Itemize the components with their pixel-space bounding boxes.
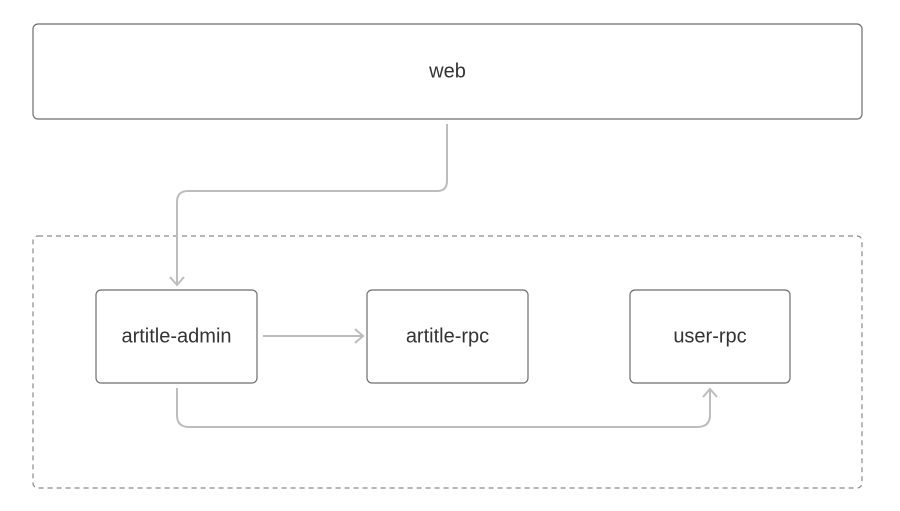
node-user-rpc[interactable]: user-rpc	[629, 289, 791, 384]
node-artitle-admin-label: artitle-admin	[121, 325, 231, 347]
node-web-label: web	[428, 60, 466, 82]
node-artitle-rpc-label: artitle-rpc	[406, 325, 489, 347]
arrowhead-down-icon	[169, 276, 185, 287]
node-web-box	[32, 23, 863, 120]
arrowhead-up-icon	[702, 387, 718, 398]
node-user-rpc-box	[629, 289, 791, 384]
node-artitle-admin-box	[95, 289, 258, 384]
node-artitle-admin[interactable]: artitle-admin	[95, 289, 258, 384]
connector-web-to-artitle-admin	[176, 124, 448, 284]
node-artitle-rpc-box	[366, 289, 529, 384]
service-group-container	[32, 235, 863, 489]
node-artitle-rpc[interactable]: artitle-rpc	[366, 289, 529, 384]
node-web[interactable]: web	[32, 23, 863, 120]
node-user-rpc-label: user-rpc	[673, 325, 746, 347]
connector-artitle-admin-to-user-rpc	[176, 388, 711, 428]
arrowhead-right-icon	[354, 328, 365, 344]
